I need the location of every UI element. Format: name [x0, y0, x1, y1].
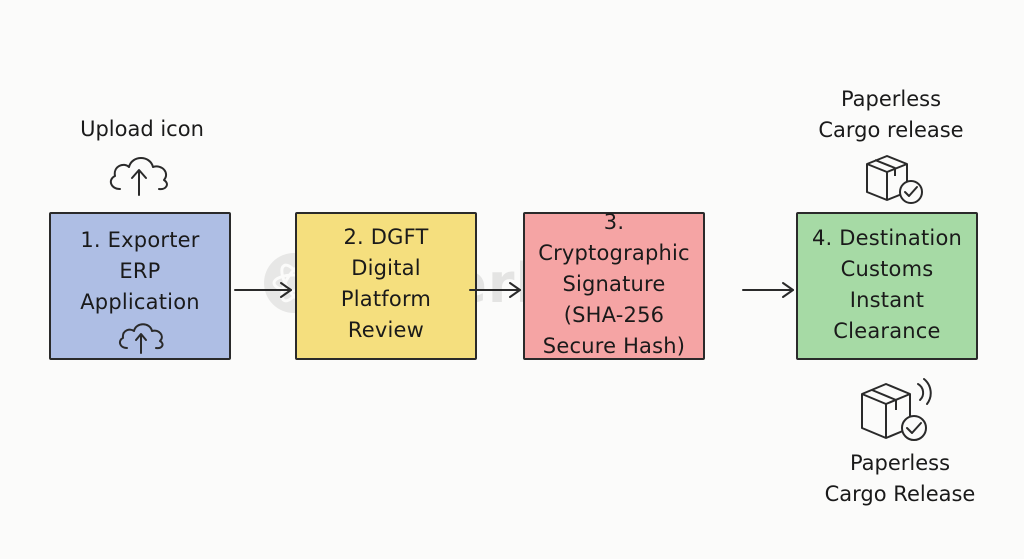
- step-4-label: 4. Destination Customs Instant Clearance: [811, 226, 962, 343]
- step-3-label: 3. Cryptographic Signature (SHA-256 Secu…: [538, 209, 690, 358]
- step-1-exporter-erp-application: 1. Exporter ERP Application: [49, 212, 231, 360]
- upload-cloud-icon: [118, 323, 164, 354]
- arrow-right-icon: [742, 282, 794, 298]
- arrow-right-icon: [469, 282, 521, 298]
- upload-cloud-icon: [109, 157, 168, 196]
- arrow-right-icon: [234, 282, 292, 298]
- step-3-cryptographic-signature: 3. Cryptographic Signature (SHA-256 Secu…: [523, 210, 705, 360]
- package-check-icon: [866, 155, 923, 204]
- step-2-dgft-digital-platform-review: 2. DGFT Digital Platform Review: [295, 212, 477, 360]
- step-1-label: 1. Exporter ERP Application: [80, 227, 200, 314]
- package-check-signal-icon: [861, 378, 932, 441]
- step-2-label: 2. DGFT Digital Platform Review: [340, 225, 432, 342]
- upload-label: Upload icon: [80, 117, 204, 141]
- paperless-cargo-release-top-label: Paperless Cargo release: [818, 87, 964, 142]
- paperless-cargo-release-bottom-label: Paperless Cargo Release: [824, 451, 976, 506]
- step-4-destination-customs-instant-clearance: 4. Destination Customs Instant Clearance: [796, 212, 978, 360]
